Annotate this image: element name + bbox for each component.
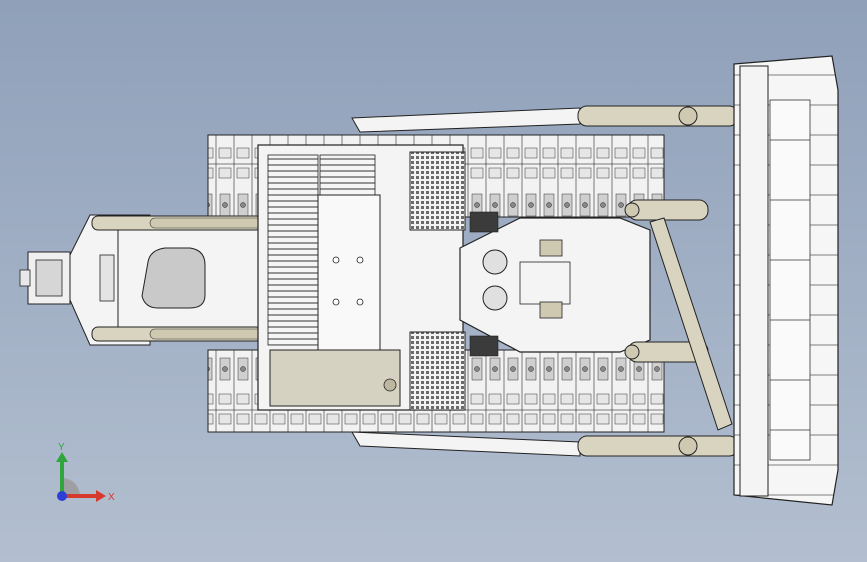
blade-lift-cylinder-lower: [624, 341, 709, 363]
dozer-blade: [733, 55, 839, 506]
blade-tilt-cylinder-upper: [577, 105, 739, 127]
blade-lift-cylinder-upper: [624, 199, 709, 221]
blade-tilt-cylinder-lower: [577, 435, 739, 457]
z-axis-dot: [57, 491, 67, 501]
ripper-cylinder-upper: [91, 215, 263, 231]
cab-grid-upper: [409, 151, 466, 231]
coordinate-triad: Y X: [56, 442, 115, 503]
track-frame-upper: [351, 107, 581, 133]
push-arm-diagonal: [649, 217, 733, 431]
track-frame-lower: [351, 431, 581, 457]
blade-frame: [459, 211, 651, 357]
ripper-assembly: [19, 214, 259, 346]
cab-grid-lower: [409, 331, 466, 411]
y-axis-label: Y: [58, 442, 65, 453]
x-axis-label: X: [108, 492, 115, 503]
x-arrow-head: [96, 490, 106, 502]
y-arrow-head: [56, 452, 68, 462]
triad-plane: [62, 478, 80, 496]
ripper-cylinder-lower: [91, 326, 263, 342]
